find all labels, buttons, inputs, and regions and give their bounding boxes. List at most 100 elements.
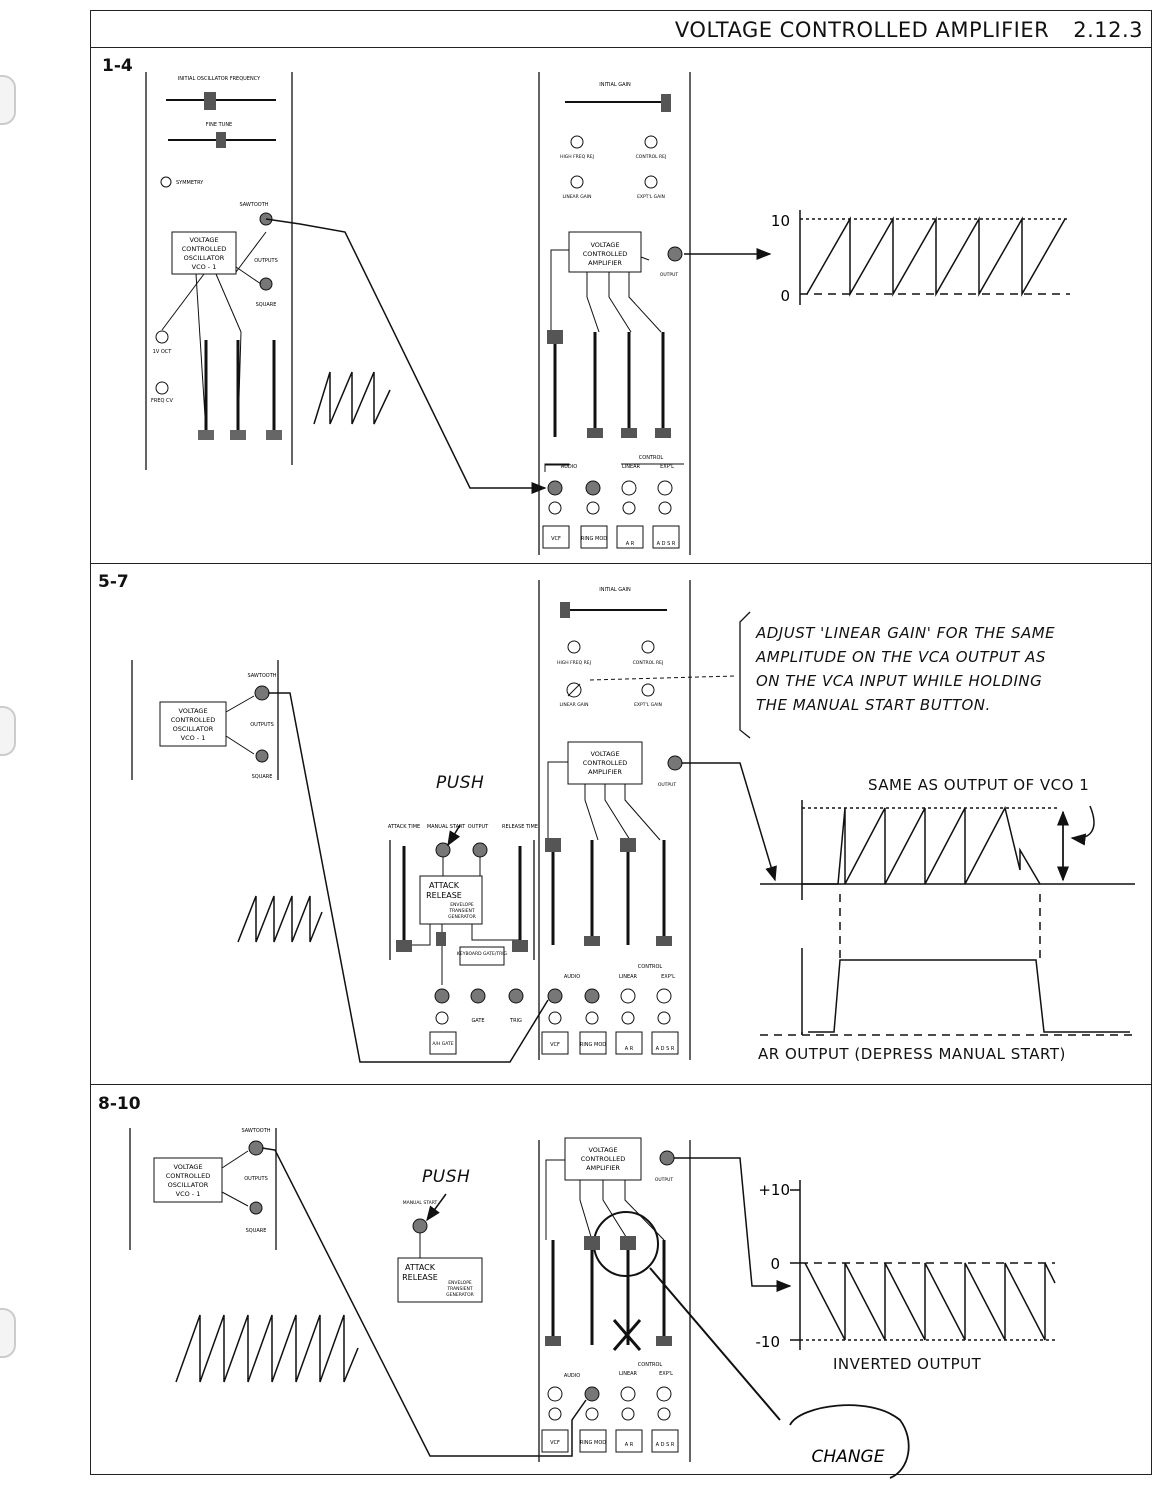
- fine-tune-knob[interactable]: [216, 132, 226, 148]
- symmetry-knob[interactable]: [160, 176, 172, 188]
- sawtooth-jack[interactable]: [248, 1140, 264, 1156]
- slider-knob[interactable]: [587, 428, 603, 438]
- trig-jack[interactable]: [508, 988, 524, 1004]
- linear-label: LINEAR: [619, 974, 638, 980]
- high-freq-rej-knob[interactable]: [567, 640, 581, 654]
- expt-gain-knob[interactable]: [641, 683, 655, 697]
- initial-gain-knob[interactable]: [560, 602, 570, 618]
- audio-in-jack[interactable]: [584, 1386, 600, 1402]
- control-rej-knob[interactable]: [641, 640, 655, 654]
- fine-tune-label: FINE TUNE: [206, 122, 232, 128]
- expt-gain-label: EXPT'L GAIN: [637, 194, 665, 200]
- graph3-ymax: +10: [758, 1181, 790, 1199]
- freq-slider-knob[interactable]: [204, 92, 216, 110]
- vcf-label: VCF: [551, 536, 561, 542]
- output-label: OUTPUT: [658, 782, 677, 788]
- adsr-label: A D S R: [656, 1442, 675, 1448]
- gate-jack[interactable]: [470, 988, 486, 1004]
- slider-knob[interactable]: [584, 1236, 600, 1250]
- linear-gain-label: LINEAR GAIN: [560, 702, 589, 708]
- initial-gain-label: INITIAL GAIN: [599, 587, 631, 593]
- note-line: THE MANUAL START BUTTON.: [756, 696, 991, 714]
- adsr-label: A D S R: [657, 541, 676, 547]
- control-in-jack[interactable]: [621, 480, 637, 496]
- audio-in-jack[interactable]: [547, 1386, 563, 1402]
- square-jack[interactable]: [249, 1201, 263, 1215]
- one-v-oct-jack[interactable]: [155, 330, 169, 344]
- slider-knob[interactable]: [656, 1336, 672, 1346]
- outputs-label: OUTPUTS: [254, 258, 278, 264]
- audio-in-jack[interactable]: [585, 480, 601, 496]
- slider-knob[interactable]: [545, 838, 561, 852]
- audio-in-jack[interactable]: [547, 988, 563, 1004]
- initial-gain-label: INITIAL GAIN: [599, 82, 631, 88]
- change-stamp: CHANGE: [812, 1447, 885, 1467]
- high-freq-rej-label: HIGH FREQ REJ: [557, 660, 591, 666]
- square-jack[interactable]: [259, 277, 273, 291]
- control-in-jack[interactable]: [620, 988, 636, 1004]
- vca-output-jack[interactable]: [659, 1150, 675, 1166]
- sawtooth-label: SAWTOOTH: [247, 673, 276, 679]
- vco-name-3: OSCILLATOR: [173, 725, 214, 733]
- slider-knob[interactable]: [620, 838, 636, 852]
- square-label: SQUARE: [246, 1228, 267, 1234]
- gate-jack[interactable]: [434, 988, 450, 1004]
- page-frame: [90, 10, 1152, 1475]
- slider-knob[interactable]: [512, 940, 528, 952]
- panel-divider-1: [90, 563, 1152, 564]
- push-label: PUSH: [436, 773, 485, 793]
- sawtooth-label: SAWTOOTH: [239, 202, 268, 208]
- ar-name-2: RELEASE: [402, 1273, 438, 1282]
- attack-time-label: ATTACK TIME: [388, 824, 420, 830]
- linear-gain-knob[interactable]: [570, 175, 584, 189]
- sawtooth-label: SAWTOOTH: [241, 1128, 270, 1134]
- vca-output-jack[interactable]: [667, 246, 683, 262]
- high-freq-rej-knob[interactable]: [570, 135, 584, 149]
- ar-name-2: RELEASE: [426, 891, 462, 900]
- manual-start-button[interactable]: [412, 1218, 428, 1234]
- slider-knob[interactable]: [396, 940, 412, 952]
- adsr-label: A D S R: [656, 1046, 675, 1052]
- ar-output-label: AR OUTPUT (DEPRESS MANUAL START): [758, 1045, 1066, 1063]
- gate-label: GATE: [471, 1018, 484, 1024]
- initial-gain-knob[interactable]: [661, 94, 671, 112]
- slider-knob[interactable]: [547, 330, 563, 344]
- freq-cv-jack[interactable]: [155, 381, 169, 395]
- slider-knob[interactable]: [436, 932, 446, 946]
- high-freq-rej-label: HIGH FREQ REJ: [560, 154, 594, 160]
- slider-knob[interactable]: [266, 430, 282, 440]
- control-in-jack[interactable]: [656, 1386, 672, 1402]
- vco-name-1: VOLTAGE: [173, 1163, 202, 1171]
- slider-knob[interactable]: [230, 430, 246, 440]
- control-in-jack[interactable]: [656, 988, 672, 1004]
- slider-knob[interactable]: [656, 936, 672, 946]
- ar-sub-2: TRANSIENT: [446, 1286, 473, 1292]
- slider-knob[interactable]: [545, 1336, 561, 1346]
- output-label: OUTPUT: [468, 824, 489, 830]
- vco-name-2: CONTROLLED: [171, 716, 215, 724]
- header-rule: [90, 47, 1152, 48]
- control-in-jack[interactable]: [620, 1386, 636, 1402]
- keyboard-gate-label: KEYBOARD GATE/TRIG: [457, 951, 508, 957]
- ar-sub-2: TRANSIENT: [448, 908, 475, 914]
- vco-name-2: CONTROLLED: [182, 245, 226, 253]
- slider-knob[interactable]: [620, 1236, 636, 1250]
- control-label: CONTROL: [639, 455, 664, 461]
- audio-in-jack[interactable]: [547, 480, 563, 496]
- square-jack[interactable]: [255, 749, 269, 763]
- expt-gain-knob[interactable]: [644, 175, 658, 189]
- control-in-jack[interactable]: [657, 480, 673, 496]
- ar-label: A R: [625, 1442, 634, 1448]
- slider-knob[interactable]: [655, 428, 671, 438]
- control-rej-knob[interactable]: [644, 135, 658, 149]
- slider-knob[interactable]: [584, 936, 600, 946]
- slider-knob[interactable]: [621, 428, 637, 438]
- linear-gain-knob[interactable]: [566, 682, 582, 698]
- vca-name-2: CONTROLLED: [583, 759, 627, 767]
- audio-in-jack[interactable]: [584, 988, 600, 1004]
- slider-knob[interactable]: [198, 430, 214, 440]
- binder-hole: [0, 706, 16, 756]
- binder-hole: [0, 1308, 16, 1358]
- note-line: AMPLITUDE ON THE VCA OUTPUT AS: [756, 648, 1046, 666]
